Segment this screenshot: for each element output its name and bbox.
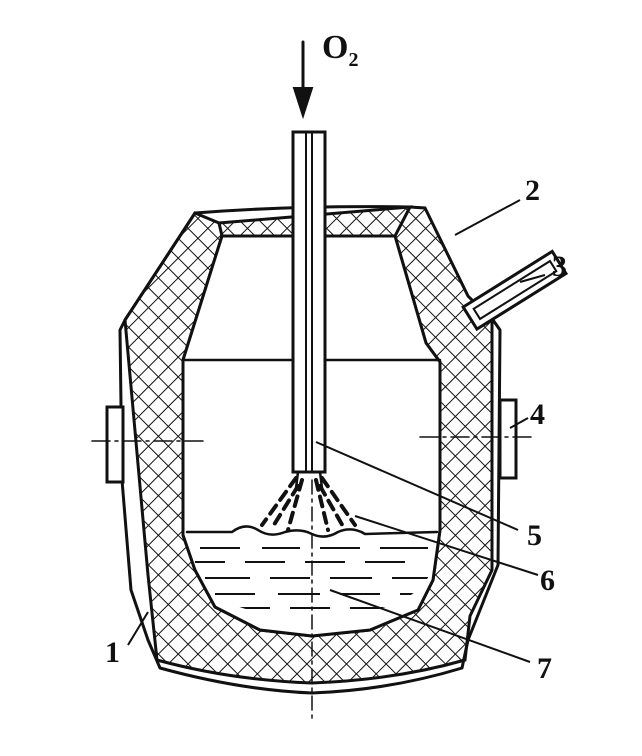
callout-3: 3 [552,250,567,283]
oxygen-jets [260,476,357,532]
oxygen-inlet-arrow [292,40,314,120]
callout-7: 7 [537,652,552,685]
oxygen-label: O2 [322,29,358,71]
callout-2: 2 [525,174,540,207]
callout-4: 4 [530,398,545,431]
callout-6: 6 [540,564,555,597]
trunnion-right [419,398,536,480]
callout-1: 1 [105,636,120,669]
callout-5: 5 [527,519,542,552]
steel-shell [118,211,502,695]
tap-hole [461,249,569,332]
trunnion-left [91,405,206,484]
leader-lines [127,199,546,663]
oxygen-lance [291,130,327,490]
